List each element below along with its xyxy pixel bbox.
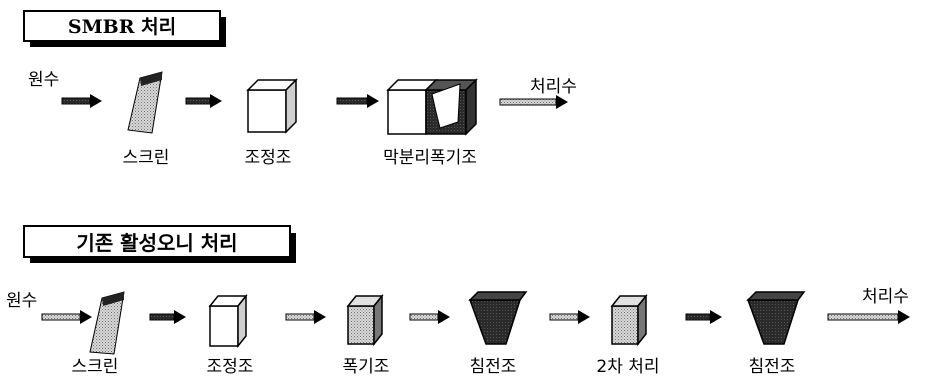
- settling-tank-icon: [746, 291, 806, 345]
- smbr-outlet-label: 처리수: [530, 77, 577, 97]
- flow-arrow: [285, 310, 326, 324]
- flow-arrow: [409, 310, 450, 324]
- flow-arrow: [185, 94, 222, 108]
- flow-arrow: [549, 310, 590, 324]
- step-label-secondary-treatment: 2차 처리: [596, 357, 659, 377]
- adjustment-tank-icon: [246, 78, 298, 134]
- screen-icon: [89, 291, 125, 355]
- outlet-arrow: [827, 310, 910, 324]
- conventional-outlet-label: 처리수: [862, 287, 909, 307]
- secondary-treatment-icon: [610, 293, 648, 347]
- conventional-title-box: 기존 활성오니 처리: [23, 225, 296, 263]
- step-label-membrane-aeration-tank: 막분리폭기조: [383, 148, 477, 168]
- membrane-aeration-tank-icon: [386, 78, 478, 136]
- flow-arrow: [685, 310, 722, 324]
- aeration-tank-icon: [346, 293, 384, 347]
- step-label-aeration-tank: 폭기조: [343, 357, 390, 377]
- smbr-inlet-label: 원수: [28, 70, 59, 90]
- step-label-adjustment-tank: 조정조: [245, 148, 292, 168]
- conventional-inlet-label: 원수: [6, 291, 37, 311]
- flow-arrow: [336, 94, 379, 108]
- smbr-title-box: SMBR 처리: [23, 10, 226, 47]
- flow-arrow: [41, 310, 92, 324]
- flow-arrow: [149, 310, 186, 324]
- step-label-screen: 스크린: [72, 357, 119, 377]
- flow-arrow: [61, 94, 102, 108]
- step-label-settling-tank: 침전조: [749, 357, 796, 377]
- step-label-screen: 스크린: [123, 148, 170, 168]
- conventional-title: 기존 활성오니 처리: [76, 231, 237, 255]
- smbr-title: SMBR 처리: [68, 16, 176, 38]
- step-label-adjustment-tank: 조정조: [207, 357, 254, 377]
- settling-tank-icon: [468, 291, 528, 345]
- screen-icon: [127, 71, 163, 134]
- adjustment-tank-icon: [208, 293, 248, 349]
- step-label-settling-tank: 침전조: [470, 357, 517, 377]
- outlet-arrow: [499, 95, 568, 109]
